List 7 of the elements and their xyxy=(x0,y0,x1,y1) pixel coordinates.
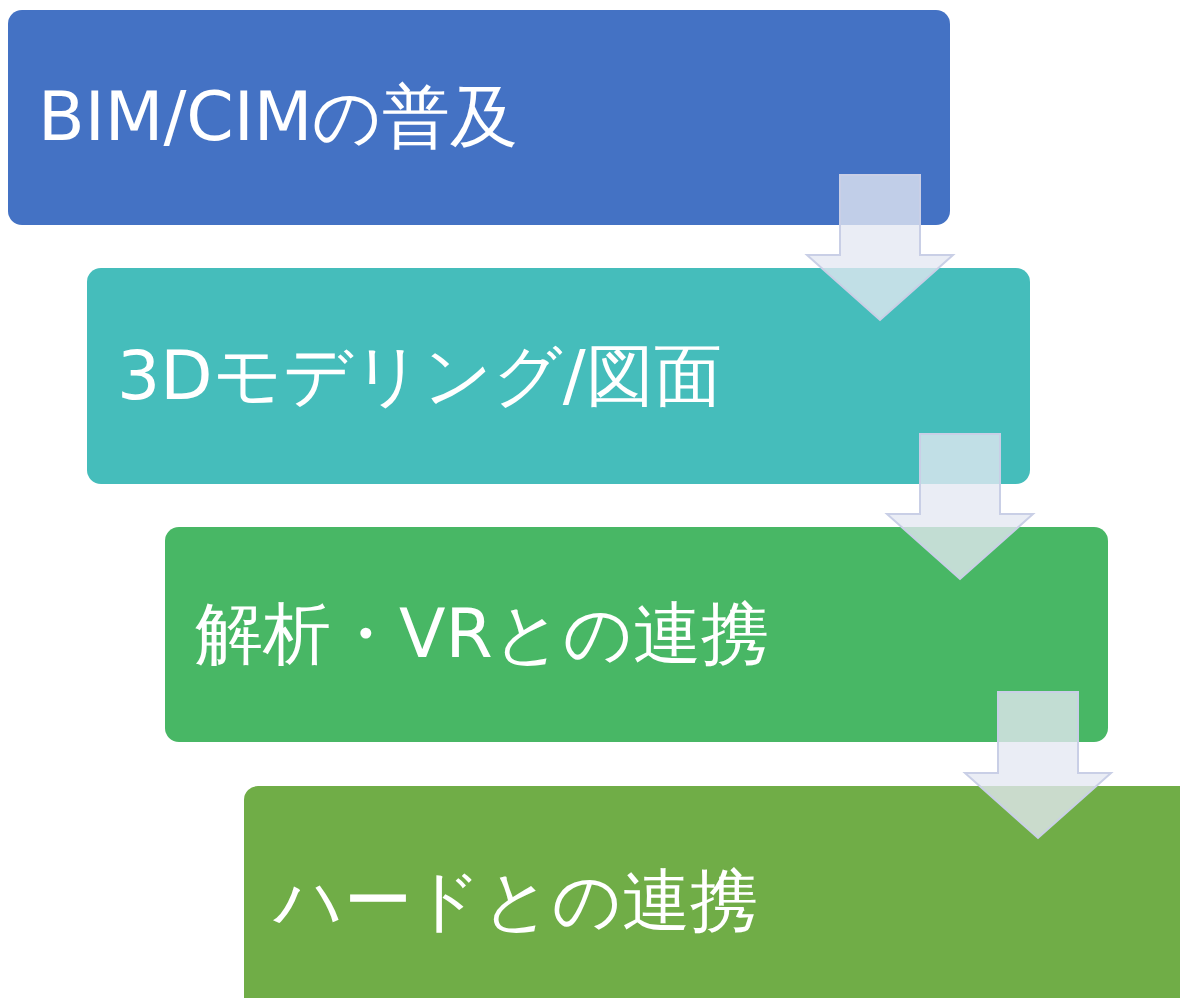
down-arrow xyxy=(962,691,1114,840)
process-box: 3Dモデリング/図面 xyxy=(87,268,1030,484)
process-box: 解析・VRとの連携 xyxy=(165,527,1108,742)
process-box: BIM/CIMの普及 xyxy=(8,10,950,225)
process-box: ハードとの連携 xyxy=(244,786,1180,998)
down-arrow xyxy=(884,433,1036,581)
down-arrow xyxy=(804,174,956,322)
